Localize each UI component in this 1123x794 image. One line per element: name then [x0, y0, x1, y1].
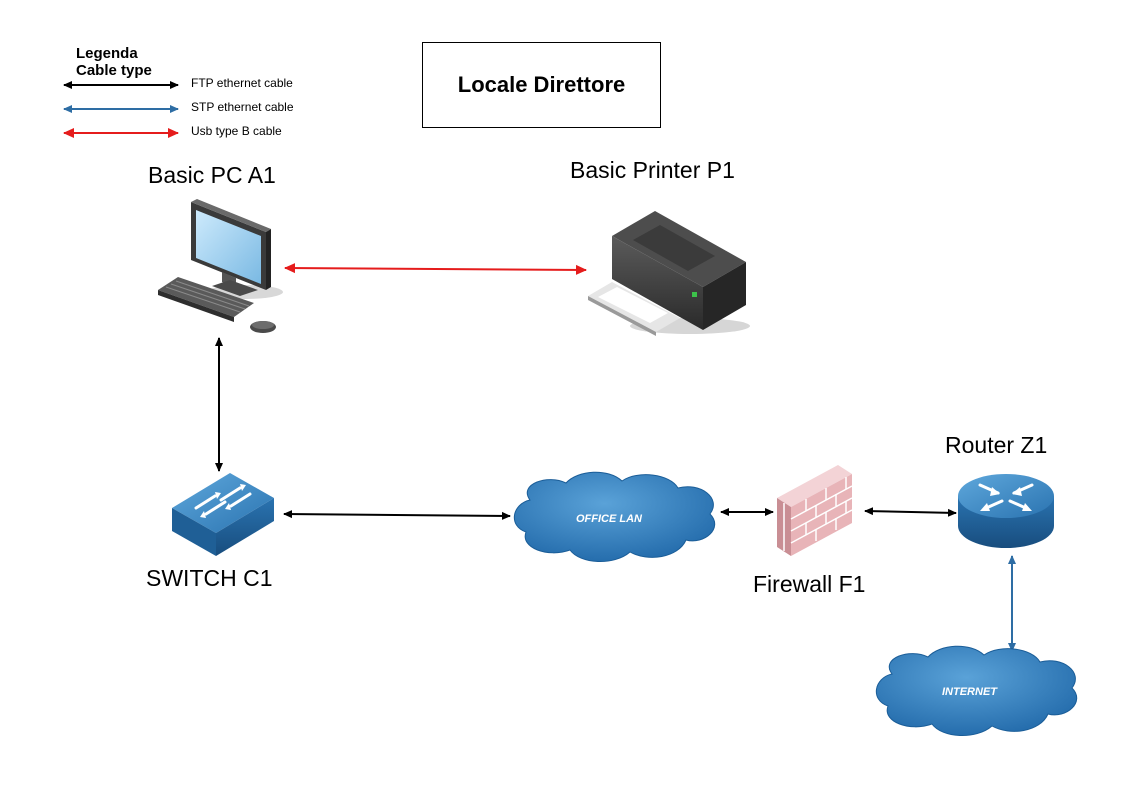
printer-icon[interactable] [588, 211, 750, 336]
printer-label: Basic Printer P1 [570, 157, 735, 183]
legend-item-ftp: FTP ethernet cable [191, 76, 293, 90]
router-label: Router Z1 [945, 432, 1048, 458]
office-lan-label: OFFICE LAN [576, 513, 642, 525]
switch-label: SWITCH C1 [146, 565, 273, 591]
network-switch-icon[interactable] [172, 473, 274, 556]
router-icon[interactable] [958, 474, 1054, 548]
page-title: Locale Direttore [422, 42, 661, 128]
legend-title: Legenda Cable type [76, 45, 152, 79]
office-lan-cloud-icon[interactable] [514, 471, 716, 563]
desktop-computer-icon[interactable] [158, 199, 283, 333]
connection-pc-printer [284, 263, 587, 275]
connection-firewall-router [864, 507, 957, 517]
internet-label: INTERNET [942, 686, 997, 698]
firewall-label: Firewall F1 [753, 571, 866, 597]
pc-label: Basic PC A1 [148, 162, 276, 188]
legend-item-usb: Usb type B cable [191, 124, 282, 138]
legend-item-stp: STP ethernet cable [191, 100, 294, 114]
legend-title-line2: Cable type [76, 62, 152, 79]
connection-switch-lan [283, 510, 511, 520]
legend-title-line1: Legenda [76, 45, 138, 62]
firewall-icon[interactable] [777, 465, 853, 556]
internet-cloud-icon[interactable] [876, 645, 1078, 737]
